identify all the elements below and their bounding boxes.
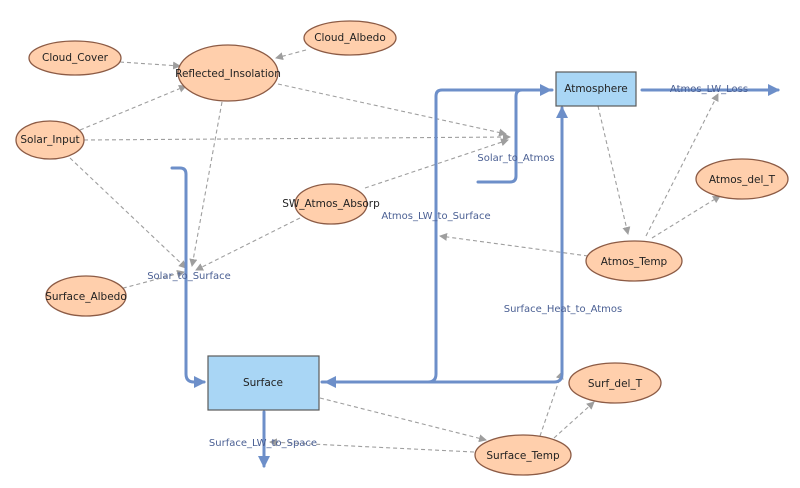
flow-label-solar-to-atmos[interactable]: Solar_to_Atmos <box>477 153 554 164</box>
link-reflected-solartosurface <box>189 101 223 267</box>
link-solarinput-solartosurface <box>69 157 187 269</box>
aux-surface-albedo[interactable]: Surface_Albedo <box>45 275 127 317</box>
flow-label-surface-lw-to-space[interactable]: Surface_LW_to_Space <box>209 438 317 449</box>
link-surfacealbedo-solartosurface <box>115 269 185 291</box>
aux-reflected-insolation-label: Reflected_Insolation <box>175 68 281 80</box>
link-reflected-solartoatmos <box>277 83 507 137</box>
link-atmosphere-atmostemp <box>597 105 631 235</box>
link-solarinput-solartoatmos <box>83 133 511 142</box>
link-surface-surfacetemp <box>319 397 487 443</box>
link-surfacetemp-surfacelwtospace <box>269 438 475 453</box>
aux-sw-atmos-absorp[interactable]: SW_Atmos_Absorp <box>282 183 380 225</box>
link-surfacetemp-surfdelt <box>553 401 595 439</box>
aux-surface-albedo-label: Surface_Albedo <box>45 291 127 303</box>
stock-surface-label: Surface <box>243 377 283 389</box>
aux-sw-atmos-absorp-label: SW_Atmos_Absorp <box>282 198 380 210</box>
aux-atmos-temp-label: Atmos_Temp <box>601 256 668 268</box>
aux-cloud-cover-label: Cloud_Cover <box>42 52 109 64</box>
flows <box>170 84 780 468</box>
flow-label-atmos-lw-loss[interactable]: Atmos_LW_Loss <box>670 84 748 95</box>
link-cloudcover-reflected <box>119 61 181 70</box>
aux-cloud-cover[interactable]: Cloud_Cover <box>28 40 122 76</box>
aux-reflected-insolation[interactable]: Reflected_Insolation <box>175 44 281 102</box>
link-atmostemp-atmoslwtosurface <box>439 232 589 257</box>
stock-surface[interactable]: Surface <box>207 355 320 411</box>
link-atmostemp-atmoslwloss <box>645 93 719 237</box>
aux-surf-del-t[interactable]: Surf_del_T <box>568 362 662 404</box>
link-atmostemp-atmosdelt <box>651 195 721 239</box>
flow-label-solar-to-surface[interactable]: Solar_to_Surface <box>147 271 231 282</box>
aux-surf-del-t-label: Surf_del_T <box>588 378 643 390</box>
flow-label-atmos-lw-to-surface[interactable]: Atmos_LW_to_Surface <box>381 211 490 222</box>
aux-atmos-del-t[interactable]: Atmos_del_T <box>695 158 789 200</box>
aux-atmos-temp[interactable]: Atmos_Temp <box>585 240 683 282</box>
flow-pipe-atmos-lw-to-surface <box>324 88 554 388</box>
link-cloudalbedo-reflected <box>275 49 307 61</box>
aux-cloud-albedo-label: Cloud_Albedo <box>314 32 386 44</box>
flow-pipe-solar-to-atmos <box>476 84 552 184</box>
aux-atmos-del-t-label: Atmos_del_T <box>709 174 776 186</box>
flow-label-surface-heat-to-atmos[interactable]: Surface_Heat_to_Atmos <box>504 304 623 315</box>
stock-atmosphere-label: Atmosphere <box>564 83 628 95</box>
aux-surface-temp-label: Surface_Temp <box>486 450 560 462</box>
flow-pipe-solar-to-surface <box>170 166 206 388</box>
link-sw-solartosurface <box>195 217 301 271</box>
aux-surface-temp[interactable]: Surface_Temp <box>474 434 572 476</box>
link-solarinput-reflected <box>79 84 187 131</box>
aux-solar-input[interactable]: Solar_Input <box>15 120 85 160</box>
aux-solar-input-label: Solar_Input <box>20 134 79 146</box>
aux-cloud-albedo[interactable]: Cloud_Albedo <box>303 20 397 56</box>
flow-labels: Atmos_LW_Loss Solar_to_Atmos Atmos_LW_to… <box>147 84 748 449</box>
flow-pipe-surface-heat-to-atmos <box>320 106 568 384</box>
stock-atmosphere[interactable]: Atmosphere <box>555 71 637 107</box>
